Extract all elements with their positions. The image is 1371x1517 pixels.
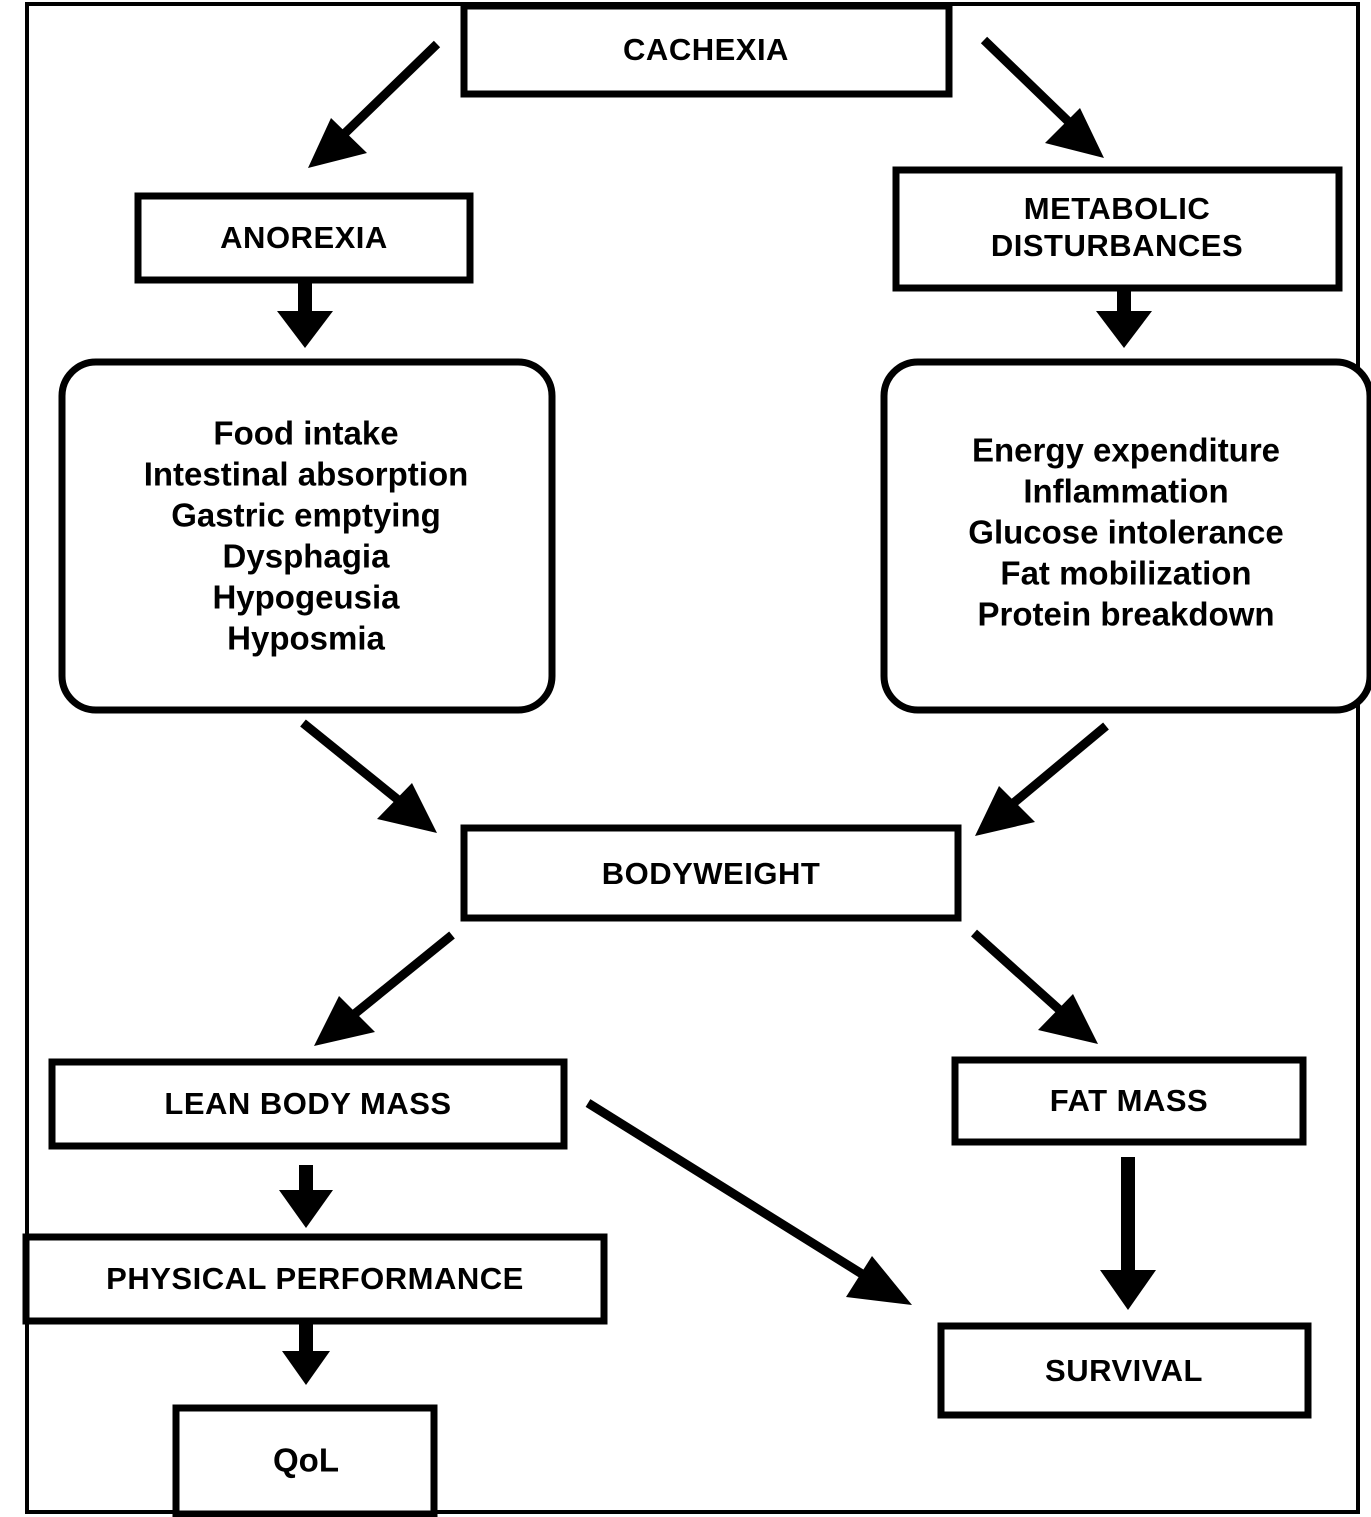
node-lean-body-mass[interactable]: LEAN BODY MASS bbox=[48, 1058, 568, 1150]
edge-lean-body-mass-to-survival bbox=[585, 1099, 912, 1305]
node-qol[interactable]: QoL bbox=[172, 1404, 438, 1517]
anorexia-effect-item-0: Food intake bbox=[213, 415, 398, 452]
edge-lean-body-mass-to-physical-performance bbox=[279, 1165, 333, 1228]
node-fat-mass-label: FAT MASS bbox=[1050, 1083, 1208, 1118]
anorexia-effect-item-2: Gastric emptying bbox=[171, 497, 441, 534]
node-physical-performance[interactable]: PHYSICAL PERFORMANCE bbox=[22, 1233, 608, 1325]
edge-cachexia-to-metabolic bbox=[980, 36, 1104, 158]
metabolic-effect-item-4: Protein breakdown bbox=[977, 596, 1274, 633]
edge-anorexia-to-effects bbox=[277, 282, 333, 348]
node-metabolic-effects[interactable]: Energy expenditure Inflammation Glucose … bbox=[880, 358, 1371, 714]
metabolic-effect-item-0: Energy expenditure bbox=[972, 432, 1280, 469]
node-anorexia-label: ANOREXIA bbox=[220, 220, 388, 255]
edge-metabolic-to-effects bbox=[1096, 290, 1152, 348]
edge-fat-mass-to-survival bbox=[1100, 1157, 1156, 1310]
node-metabolic-label-line1: METABOLIC bbox=[1024, 191, 1210, 226]
anorexia-effect-item-5: Hyposmia bbox=[227, 620, 385, 657]
node-fat-mass[interactable]: FAT MASS bbox=[951, 1056, 1307, 1146]
node-bodyweight[interactable]: BODYWEIGHT bbox=[460, 824, 962, 922]
edge-cachexia-to-anorexia bbox=[308, 40, 441, 168]
edge-bodyweight-to-fat-mass bbox=[970, 929, 1098, 1044]
node-anorexia-effects[interactable]: Food intake Intestinal absorption Gastri… bbox=[58, 358, 556, 714]
edge-metabolic-effects-to-bodyweight bbox=[975, 722, 1109, 836]
anorexia-effect-item-4: Hypogeusia bbox=[212, 579, 400, 616]
anorexia-effect-item-3: Dysphagia bbox=[223, 538, 391, 575]
node-physical-performance-label: PHYSICAL PERFORMANCE bbox=[106, 1261, 524, 1296]
node-metabolic-disturbances[interactable]: METABOLIC DISTURBANCES bbox=[892, 166, 1343, 292]
metabolic-effect-item-3: Fat mobilization bbox=[1000, 555, 1251, 592]
edge-anorexia-effects-to-bodyweight bbox=[300, 719, 437, 833]
node-survival-label: SURVIVAL bbox=[1045, 1353, 1203, 1388]
node-bodyweight-label: BODYWEIGHT bbox=[602, 856, 821, 891]
metabolic-effect-item-1: Inflammation bbox=[1023, 473, 1228, 510]
node-lean-body-mass-label: LEAN BODY MASS bbox=[164, 1086, 451, 1121]
anorexia-effect-item-1: Intestinal absorption bbox=[144, 456, 469, 493]
node-cachexia[interactable]: CACHEXIA bbox=[460, 2, 953, 98]
node-qol-label: QoL bbox=[273, 1442, 339, 1479]
edge-bodyweight-to-lean-body-mass bbox=[314, 931, 455, 1046]
metabolic-effect-item-2: Glucose intolerance bbox=[968, 514, 1283, 551]
node-metabolic-label-line2: DISTURBANCES bbox=[991, 228, 1243, 263]
node-cachexia-label: CACHEXIA bbox=[623, 32, 789, 67]
node-anorexia[interactable]: ANOREXIA bbox=[134, 192, 474, 284]
node-survival[interactable]: SURVIVAL bbox=[937, 1322, 1312, 1419]
edge-physical-performance-to-qol bbox=[282, 1320, 330, 1385]
